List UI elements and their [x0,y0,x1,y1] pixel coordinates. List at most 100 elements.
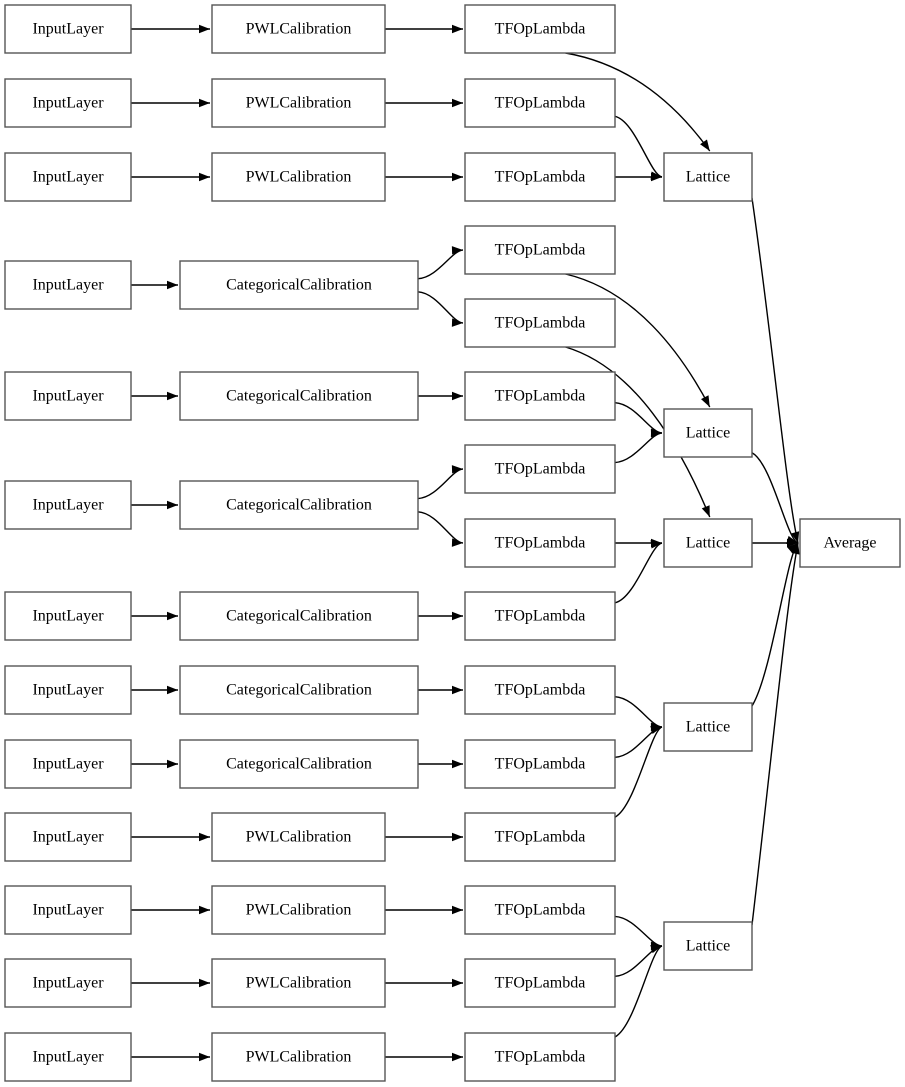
node-box[interactable] [464,444,616,494]
node-box[interactable] [211,152,386,202]
node-box[interactable] [663,921,753,971]
node-box[interactable] [4,480,132,530]
edge-arrowhead [167,685,178,695]
node-cal10[interactable]: PWLCalibration [211,812,386,862]
edge-arrowhead [167,391,178,401]
node-box[interactable] [663,702,753,752]
node-in7[interactable]: InputLayer [4,591,132,641]
node-in6[interactable]: InputLayer [4,480,132,530]
node-box[interactable] [4,152,132,202]
edge-line [751,542,799,926]
node-cal1[interactable]: PWLCalibration [211,4,386,54]
node-box[interactable] [464,518,616,568]
node-cal6[interactable]: CategoricalCalibration [179,480,419,530]
node-box[interactable] [211,4,386,54]
node-in9[interactable]: InputLayer [4,739,132,789]
node-box[interactable] [464,78,616,128]
node-in10[interactable]: InputLayer [4,812,132,862]
node-lam5[interactable]: TFOpLambda [464,298,616,348]
node-lam11[interactable]: TFOpLambda [464,739,616,789]
node-lat2[interactable]: Lattice [663,408,753,458]
node-in5[interactable]: InputLayer [4,371,132,421]
node-box[interactable] [179,260,419,310]
node-lam13[interactable]: TFOpLambda [464,885,616,935]
node-lat3[interactable]: Lattice [663,518,753,568]
node-cal3[interactable]: PWLCalibration [211,152,386,202]
node-cal4[interactable]: CategoricalCalibration [179,260,419,310]
node-box[interactable] [464,739,616,789]
node-cal5[interactable]: CategoricalCalibration [179,371,419,421]
edge-in1-to-cal1 [131,24,210,34]
node-box[interactable] [663,408,753,458]
node-box[interactable] [211,885,386,935]
node-box[interactable] [4,4,132,54]
node-box[interactable] [211,78,386,128]
node-box[interactable] [4,371,132,421]
node-box[interactable] [464,371,616,421]
node-box[interactable] [4,260,132,310]
node-box[interactable] [179,739,419,789]
node-box[interactable] [464,885,616,935]
node-lam9[interactable]: TFOpLambda [464,591,616,641]
node-box[interactable] [179,665,419,715]
node-box[interactable] [179,371,419,421]
node-box[interactable] [663,518,753,568]
node-cal11[interactable]: PWLCalibration [211,885,386,935]
node-lam15[interactable]: TFOpLambda [464,1032,616,1082]
node-lam4[interactable]: TFOpLambda [464,225,616,275]
node-cal9[interactable]: CategoricalCalibration [179,739,419,789]
node-lam3[interactable]: TFOpLambda [464,152,616,202]
node-in1[interactable]: InputLayer [4,4,132,54]
node-box[interactable] [4,739,132,789]
node-box[interactable] [211,958,386,1008]
node-lam7[interactable]: TFOpLambda [464,444,616,494]
node-lat4[interactable]: Lattice [663,702,753,752]
node-in11[interactable]: InputLayer [4,885,132,935]
node-box[interactable] [179,591,419,641]
node-cal13[interactable]: PWLCalibration [211,1032,386,1082]
node-in13[interactable]: InputLayer [4,1032,132,1082]
node-lam1[interactable]: TFOpLambda [464,4,616,54]
node-box[interactable] [4,812,132,862]
node-box[interactable] [179,480,419,530]
node-box[interactable] [464,298,616,348]
node-avg[interactable]: Average [799,518,901,568]
node-in12[interactable]: InputLayer [4,958,132,1008]
node-box[interactable] [4,78,132,128]
node-box[interactable] [799,518,901,568]
node-box[interactable] [464,665,616,715]
node-box[interactable] [211,812,386,862]
node-lat5[interactable]: Lattice [663,921,753,971]
node-lam6[interactable]: TFOpLambda [464,371,616,421]
node-in2[interactable]: InputLayer [4,78,132,128]
node-box[interactable] [464,812,616,862]
node-box[interactable] [663,152,753,202]
node-lam2[interactable]: TFOpLambda [464,78,616,128]
node-box[interactable] [4,1032,132,1082]
node-box[interactable] [464,1032,616,1082]
node-lam12[interactable]: TFOpLambda [464,812,616,862]
node-box[interactable] [464,958,616,1008]
node-box[interactable] [4,958,132,1008]
node-lat1[interactable]: Lattice [663,152,753,202]
node-box[interactable] [464,225,616,275]
node-box[interactable] [464,152,616,202]
node-box[interactable] [211,1032,386,1082]
node-cal8[interactable]: CategoricalCalibration [179,665,419,715]
node-cal12[interactable]: PWLCalibration [211,958,386,1008]
node-lam14[interactable]: TFOpLambda [464,958,616,1008]
node-box[interactable] [4,885,132,935]
edge-arrowhead [452,759,463,769]
node-box[interactable] [4,591,132,641]
node-cal2[interactable]: PWLCalibration [211,78,386,128]
node-cal7[interactable]: CategoricalCalibration [179,591,419,641]
node-box[interactable] [4,665,132,715]
node-in8[interactable]: InputLayer [4,665,132,715]
node-box[interactable] [464,4,616,54]
node-lam8[interactable]: TFOpLambda [464,518,616,568]
edge-line [751,197,799,544]
node-box[interactable] [464,591,616,641]
node-in4[interactable]: InputLayer [4,260,132,310]
node-lam10[interactable]: TFOpLambda [464,665,616,715]
node-in3[interactable]: InputLayer [4,152,132,202]
